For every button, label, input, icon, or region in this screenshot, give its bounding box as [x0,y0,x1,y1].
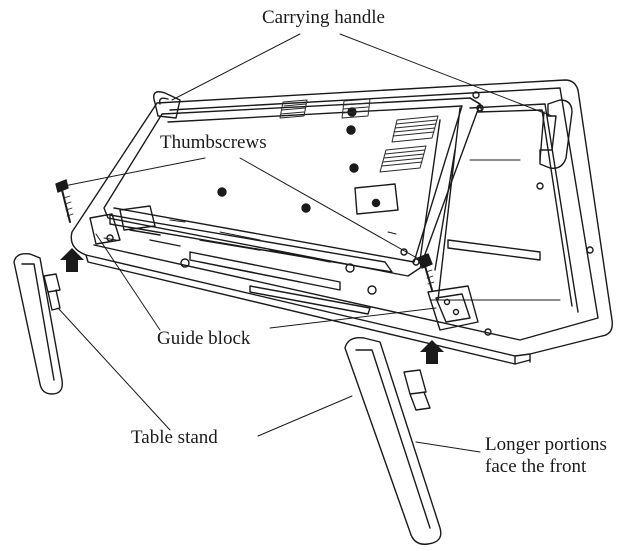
left-thumbscrew [55,179,74,223]
back-block [354,183,399,215]
right-carrying-handle [539,99,573,169]
right-bracket [419,103,579,313]
right-thumbscrew [417,253,435,291]
label-longer-portions-line2: face the front [485,456,587,477]
label-guide-block: Guide block [157,328,251,349]
label-thumbscrews: Thumbscrews [160,132,267,153]
left-guide-block [89,205,156,245]
connector-strip [109,214,393,315]
label-longer-portions: Longer portions face the front [485,434,607,478]
back-cover [103,97,483,277]
left-table-stand [13,252,63,395]
edge-details [103,219,397,241]
left-carrying-handle [153,91,181,119]
leader-lines [57,33,553,453]
label-longer-portions-line1: Longer portions [485,434,607,455]
vents [279,98,439,173]
right-guide-block [427,285,479,331]
up-arrow-icon [60,248,84,272]
tv-panel-body [70,79,613,365]
right-table-stand [344,337,442,545]
label-table-stand: Table stand [131,427,218,448]
label-carrying-handle: Carrying handle [262,7,385,28]
up-arrow-icon [420,340,444,364]
